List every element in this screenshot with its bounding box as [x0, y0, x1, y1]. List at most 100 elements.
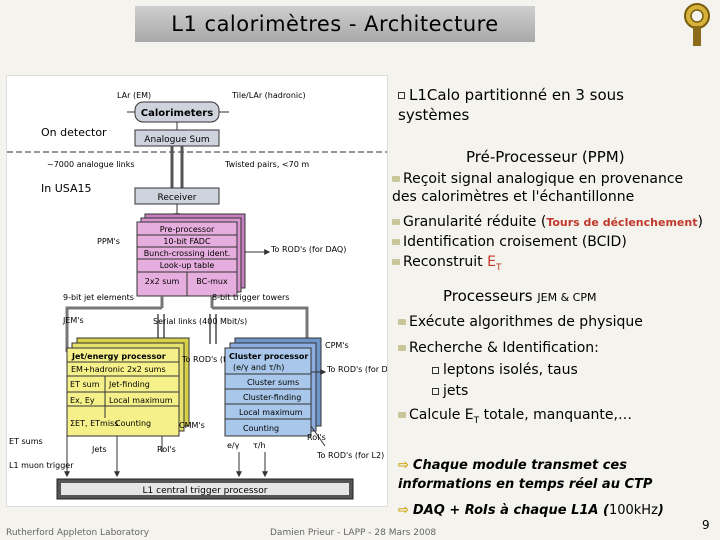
- intro-block: L1Calo partitionné en 3 sous systèmes: [398, 85, 624, 125]
- jet-energy-processor-label: Jet/energy processor: [71, 352, 166, 361]
- intro-line2: systèmes: [398, 106, 470, 124]
- cluster-sums-label: Cluster sums: [247, 378, 299, 387]
- architecture-diagram-svg: LAr (EM) Tile/LAr (hadronic) Calorimeter…: [7, 91, 402, 500]
- cluster-sub-label: (e/γ and τ/h): [233, 363, 284, 372]
- note2-freq: 100kHz: [608, 503, 658, 518]
- ppm-b4-pre: Reconstruit: [403, 254, 488, 270]
- bullet-icon: [398, 345, 406, 351]
- footer-left: Rutherford Appleton Laboratory: [6, 528, 150, 538]
- counting-1-label: Counting: [115, 419, 151, 428]
- to-rods-right-label: To ROD's (for DAQ): [326, 365, 387, 374]
- proc-b3-post: totale, manquante,…: [479, 407, 632, 423]
- note2-post: ): [657, 503, 664, 518]
- note1-line1: Chaque module transmet ces: [412, 458, 627, 473]
- lut-label: Look-up table: [160, 261, 215, 270]
- title-bar-shade: [135, 6, 535, 42]
- proc-b3-sub: T: [473, 415, 480, 426]
- calorimeters-label: Calorimeters: [141, 108, 213, 119]
- arrow-right-icon: ⇨: [398, 503, 409, 518]
- proc-heading-block: Processeurs JEM & CPM: [443, 287, 596, 305]
- ppm-b4-sub: T: [495, 262, 502, 273]
- et-sum-label: ET sum: [70, 380, 100, 389]
- ppm-b1-line2: des calorimètres et l'échantillonne: [392, 189, 635, 205]
- ex-ey-label: Ex, Ey: [70, 396, 95, 405]
- serial-links-label: Serial links (400 Mbit/s): [153, 317, 247, 326]
- tauh-label: τ/h: [253, 441, 266, 450]
- cluster-processor-label: Cluster processor: [229, 352, 308, 361]
- page-number: 9: [702, 518, 710, 532]
- intro-line1: L1Calo partitionné en 3 sous: [409, 86, 624, 104]
- on-detector-label: On detector: [41, 126, 107, 139]
- jet-finding-label: Jet-finding: [108, 380, 150, 389]
- bcid-label: Bunch-crossing ident.: [144, 249, 231, 258]
- receiver-label: Receiver: [158, 193, 197, 203]
- cpms-label: CPM's: [325, 341, 349, 350]
- local-max-1-label: Local maximum: [109, 396, 173, 405]
- proc-heading: Processeurs: [443, 287, 533, 305]
- jems-label: JEM's: [62, 316, 84, 325]
- jets-label: Jets: [91, 445, 107, 454]
- ppm-b1-line1: Reçoit signal analogique en provenance: [403, 171, 684, 187]
- proc-b1: Exécute algorithmes de physique: [409, 314, 643, 330]
- bullet-icon: [398, 319, 406, 325]
- proc-heading-small: JEM & CPM: [537, 291, 597, 304]
- tile-lar-label: Tile/LAr (hadronic): [231, 91, 306, 100]
- sum2x2-label: 2x2 sum: [145, 277, 180, 286]
- proc-sub1: leptons isolés, taus: [443, 362, 578, 378]
- ppm-b4-et: E: [487, 254, 496, 270]
- trigger-towers-label: 8-bit trigger towers: [212, 293, 289, 302]
- rois-2-label: RoI's: [307, 433, 326, 442]
- square-bullet-icon: [432, 387, 439, 395]
- bullet-icon: [398, 412, 406, 418]
- analogue-links-label: ~7000 analogue links: [47, 160, 135, 169]
- cmms-label: CMM's: [179, 421, 205, 430]
- ppm-b2-pre: Granularité réduite (: [403, 214, 547, 230]
- lapp-logo-icon: [684, 3, 710, 46]
- bullet-icon: [392, 259, 400, 265]
- bullet-icon: [392, 176, 400, 182]
- counting-2-label: Counting: [243, 424, 279, 433]
- ppm-b3: Identification croisement (BCID): [403, 234, 627, 250]
- ppm-heading: Pré-Processeur (PPM): [466, 148, 625, 166]
- square-bullet-icon: [398, 92, 405, 99]
- lar-em-label: LAr (EM): [117, 91, 151, 100]
- note-2: ⇨DAQ + RoIs à chaque L1A (100kHz): [398, 503, 664, 518]
- to-rods-daq-label: To ROD's (for DAQ): [270, 245, 346, 254]
- ppms-label: PPM's: [97, 237, 120, 246]
- cluster-finding-label: Cluster-finding: [243, 393, 301, 402]
- fadc-label: 10-bit FADC: [163, 237, 211, 246]
- in-usa15-label: In USA15: [41, 182, 91, 195]
- twisted-pairs-label: Twisted pairs, <70 m: [224, 160, 309, 169]
- bullet-icon: [392, 219, 400, 225]
- proc-sub-1: leptons isolés, taus: [432, 362, 578, 378]
- analogue-sum-label: Analogue Sum: [144, 135, 209, 145]
- pre-processor-label: Pre-processor: [160, 225, 215, 234]
- note1-line2: informations en temps réel au CTP: [398, 477, 653, 492]
- bullet-icon: [392, 239, 400, 245]
- l1-muon-label: L1 muon trigger: [9, 461, 74, 470]
- ppm-bullet-4: Reconstruit ET: [392, 254, 501, 273]
- architecture-diagram: LAr (EM) Tile/LAr (hadronic) Calorimeter…: [6, 75, 402, 507]
- slide-title: L1 calorimètres - Architecture: [171, 12, 499, 36]
- ppm-b2-post: ): [697, 214, 703, 230]
- ctp-label: L1 central trigger processor: [143, 486, 268, 496]
- ppm-bullet-1: Reçoit signal analogique en provenance d…: [392, 170, 683, 206]
- to-rods-l2-label: To ROD's (for L2): [316, 451, 384, 460]
- bc-mux-label: BC-mux: [196, 277, 228, 286]
- cpm-box: [224, 347, 312, 437]
- rois-1-label: RoI's: [157, 445, 176, 454]
- note2-pre: DAQ + RoIs à chaque L1A (: [412, 503, 609, 518]
- arrow-right-icon: ⇨: [398, 458, 409, 473]
- square-bullet-icon: [432, 366, 439, 374]
- proc-b3-pre: Calcule E: [409, 407, 474, 423]
- proc-b2: Recherche & Identification:: [409, 340, 599, 356]
- proc-bullet-3: Calcule ET totale, manquante,…: [398, 407, 632, 426]
- et-sums-label: ET sums: [9, 437, 43, 446]
- title-bar: L1 calorimètres - Architecture: [135, 6, 535, 42]
- note-1: ⇨Chaque module transmet ces informations…: [398, 456, 652, 494]
- proc-sub2: jets: [443, 383, 469, 399]
- egamma-label: e/γ: [227, 441, 240, 450]
- ppm-b2-highlight: Tours de déclenchement: [546, 216, 698, 229]
- proc-bullet-2: Recherche & Identification:: [398, 340, 599, 356]
- ppm-bullet-3: Identification croisement (BCID): [392, 234, 627, 250]
